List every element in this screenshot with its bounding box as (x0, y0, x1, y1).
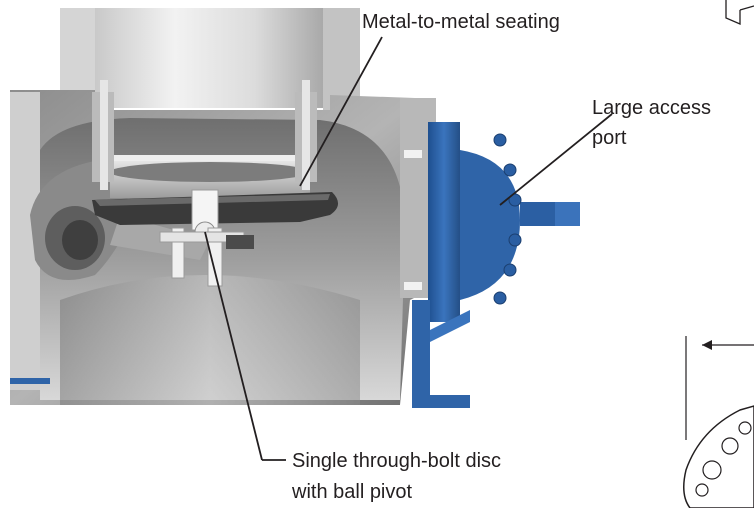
access-port-cover (400, 98, 580, 322)
seating-leader-line (299, 36, 383, 187)
access-port-leader-line (499, 113, 613, 206)
partial-sketch-top-right (725, 0, 754, 25)
metal-seating-callout: Metal-to-metal seating (362, 11, 560, 33)
ball-pivot (159, 189, 254, 287)
leader-lines (204, 36, 613, 461)
support-bracket (412, 300, 470, 408)
disc-callout-line2: with ball pivot (292, 481, 413, 503)
detail-view-sketch (683, 336, 754, 508)
access-port-callout-line2: port (592, 127, 627, 149)
disc-callout-line1: Single through-bolt disc (292, 450, 502, 472)
upper-pipe (60, 8, 360, 110)
disc-leader-line (204, 231, 263, 461)
access-port-callout-line1: Large access (592, 97, 711, 119)
